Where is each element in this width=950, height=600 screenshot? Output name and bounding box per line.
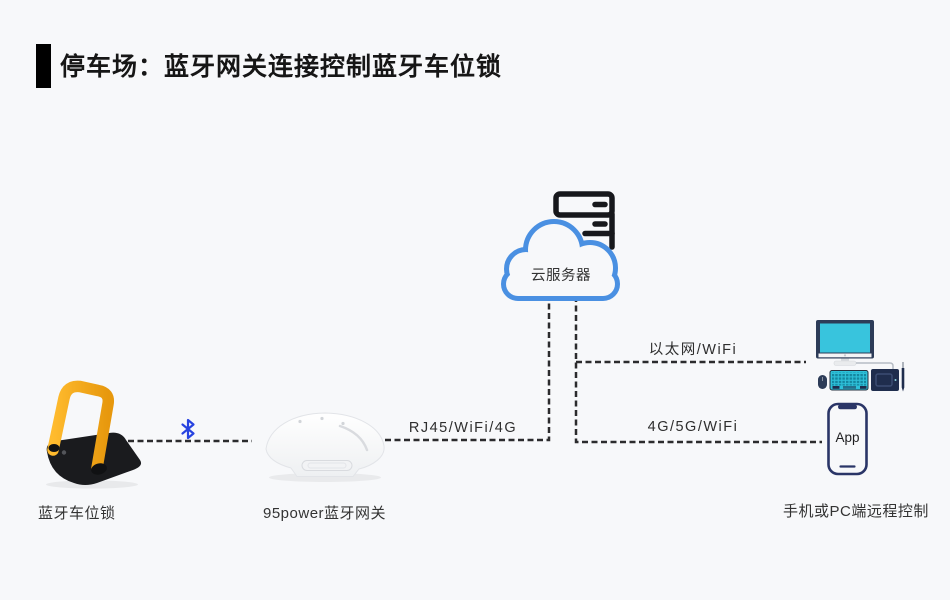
cellular-link-line [574,296,822,444]
phone-icon [827,402,868,476]
desktop-computer-icon [816,320,905,392]
server-rack-icon [553,191,615,250]
cable [856,362,894,371]
bluetooth-icon [181,418,195,440]
parking-lock-icon [46,380,142,489]
rj45-link-line [385,296,551,442]
cloud-server-label: 云服务器 [531,268,591,284]
rj45-link-label: RJ45/WiFi/4G [408,420,518,436]
phone-app-label: App [835,430,860,445]
title-accent-bar [36,44,51,88]
cloud-icon [501,219,620,301]
connection-lines [128,296,822,444]
lock-node-label: 蓝牙车位锁 [38,505,116,522]
mouse-icon [818,375,827,389]
page-title: 停车场：蓝牙网关连接控制蓝牙车位锁 [60,53,503,81]
phone-notch [838,404,857,410]
cellular-link-label: 4G/5G/WiFi [647,419,739,435]
pen-icon [901,362,905,392]
gateway-icon [265,412,385,482]
gateway-node-label: 95power蓝牙网关 [263,505,387,522]
ethernet-link-label: 以太网/WiFi [648,342,738,358]
remote-control-label: 手机或PC端远程控制 [783,503,929,520]
tablet-icon [871,369,899,391]
keyboard-icon [829,370,869,391]
